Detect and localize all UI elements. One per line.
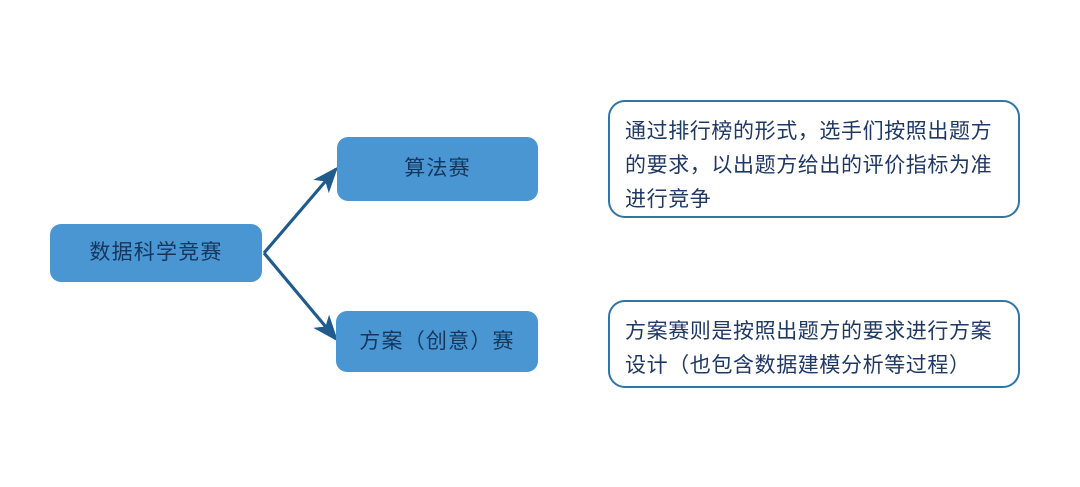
- connector-root-to-algorithm: [262, 166, 339, 255]
- callout-algorithm-description: 通过排行榜的形式，选手们按照出题方的要求，以出题方给出的评价指标为准进行竞争: [608, 100, 1020, 218]
- node-root-data-science-competition[interactable]: 数据科学竞赛: [50, 224, 262, 282]
- node-branch-algorithm-competition[interactable]: 算法赛: [337, 137, 538, 201]
- connector-root-to-proposal: [262, 251, 339, 342]
- callout-algorithm-text: 通过排行榜的形式，选手们按照出题方的要求，以出题方给出的评价指标为准进行竞争: [625, 120, 993, 212]
- callout-proposal-description: 方案赛则是按照出题方的要求进行方案设计（也包含数据建模分析等过程）: [608, 300, 1020, 388]
- node-root-label: 数据科学竞赛: [89, 241, 223, 265]
- node-branch-algorithm-label: 算法赛: [404, 157, 471, 181]
- callout-proposal-text: 方案赛则是按照出题方的要求进行方案设计（也包含数据建模分析等过程）: [625, 320, 993, 378]
- node-branch-proposal-competition[interactable]: 方案（创意）赛: [336, 311, 538, 372]
- node-branch-proposal-label: 方案（创意）赛: [359, 329, 515, 353]
